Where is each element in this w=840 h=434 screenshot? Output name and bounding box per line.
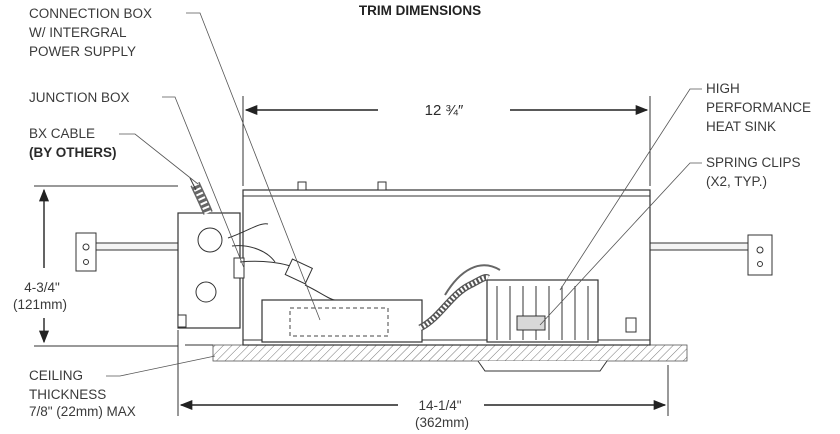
dim-height-line-1: 4-3/4"	[24, 280, 60, 295]
callout-heat-sink-line-1: HIGH	[706, 81, 740, 96]
callout-ceiling-thickness: CEILING THICKNESS 7/8" (22mm) MAX	[29, 355, 216, 419]
led-module-heat-sink	[486, 279, 599, 343]
mounting-bar-left	[75, 232, 179, 272]
callout-junction-box-label: JUNCTION BOX	[29, 90, 130, 105]
callout-connection-box: CONNECTION BOX W/ INTERGRAL POWER SUPPLY	[29, 6, 321, 321]
dim-height: 4-3/4" (121mm)	[13, 185, 178, 347]
callout-bx-cable-line-2: (BY OTHERS)	[29, 145, 117, 160]
callout-heat-sink: HIGH PERFORMANCE HEAT SINK	[559, 81, 811, 291]
diagram-title: TRIM DIMENSIONS	[359, 3, 481, 18]
callout-spring-clips: SPRING CLIPS (X2, TYP.)	[539, 155, 801, 326]
callout-connection-box-line-2: W/ INTERGRAL	[29, 25, 127, 40]
callout-connection-box-line-3: POWER SUPPLY	[29, 44, 136, 59]
callout-bx-cable-line-1: BX CABLE	[29, 126, 95, 141]
bx-cable	[189, 177, 213, 215]
dim-height-line-2: (121mm)	[13, 297, 67, 312]
callout-spring-clips-line-2: (X2, TYP.)	[706, 174, 767, 189]
junction-box	[177, 212, 245, 329]
callout-spring-clips-line-1: SPRING CLIPS	[706, 155, 801, 170]
ceiling	[212, 344, 688, 362]
dim-overall-length: 14-1/4" (362mm)	[177, 330, 669, 430]
callout-connection-box-line-1: CONNECTION BOX	[29, 6, 152, 21]
callout-ceiling-line-1: CEILING	[29, 368, 83, 383]
flex-conduit	[418, 274, 490, 332]
trim	[477, 360, 608, 372]
callout-heat-sink-line-3: HEAT SINK	[706, 119, 776, 134]
dim-overall-length-line-1: 14-1/4"	[418, 398, 461, 413]
mounting-bar-right	[649, 234, 773, 276]
dim-trim-width-label: 12 ¾″	[425, 102, 464, 119]
callout-heat-sink-line-2: PERFORMANCE	[706, 100, 811, 115]
callout-ceiling-line-2: THICKNESS	[29, 387, 106, 402]
connection-box-power-supply	[261, 299, 423, 343]
dim-trim-width: 12 ¾″	[242, 96, 651, 186]
callout-ceiling-line-3: 7/8" (22mm) MAX	[29, 404, 136, 419]
dim-overall-length-line-2: (362mm)	[415, 415, 469, 430]
callout-bx-cable: BX CABLE (BY OTHERS)	[29, 126, 199, 185]
callout-junction-box: JUNCTION BOX	[29, 90, 245, 269]
